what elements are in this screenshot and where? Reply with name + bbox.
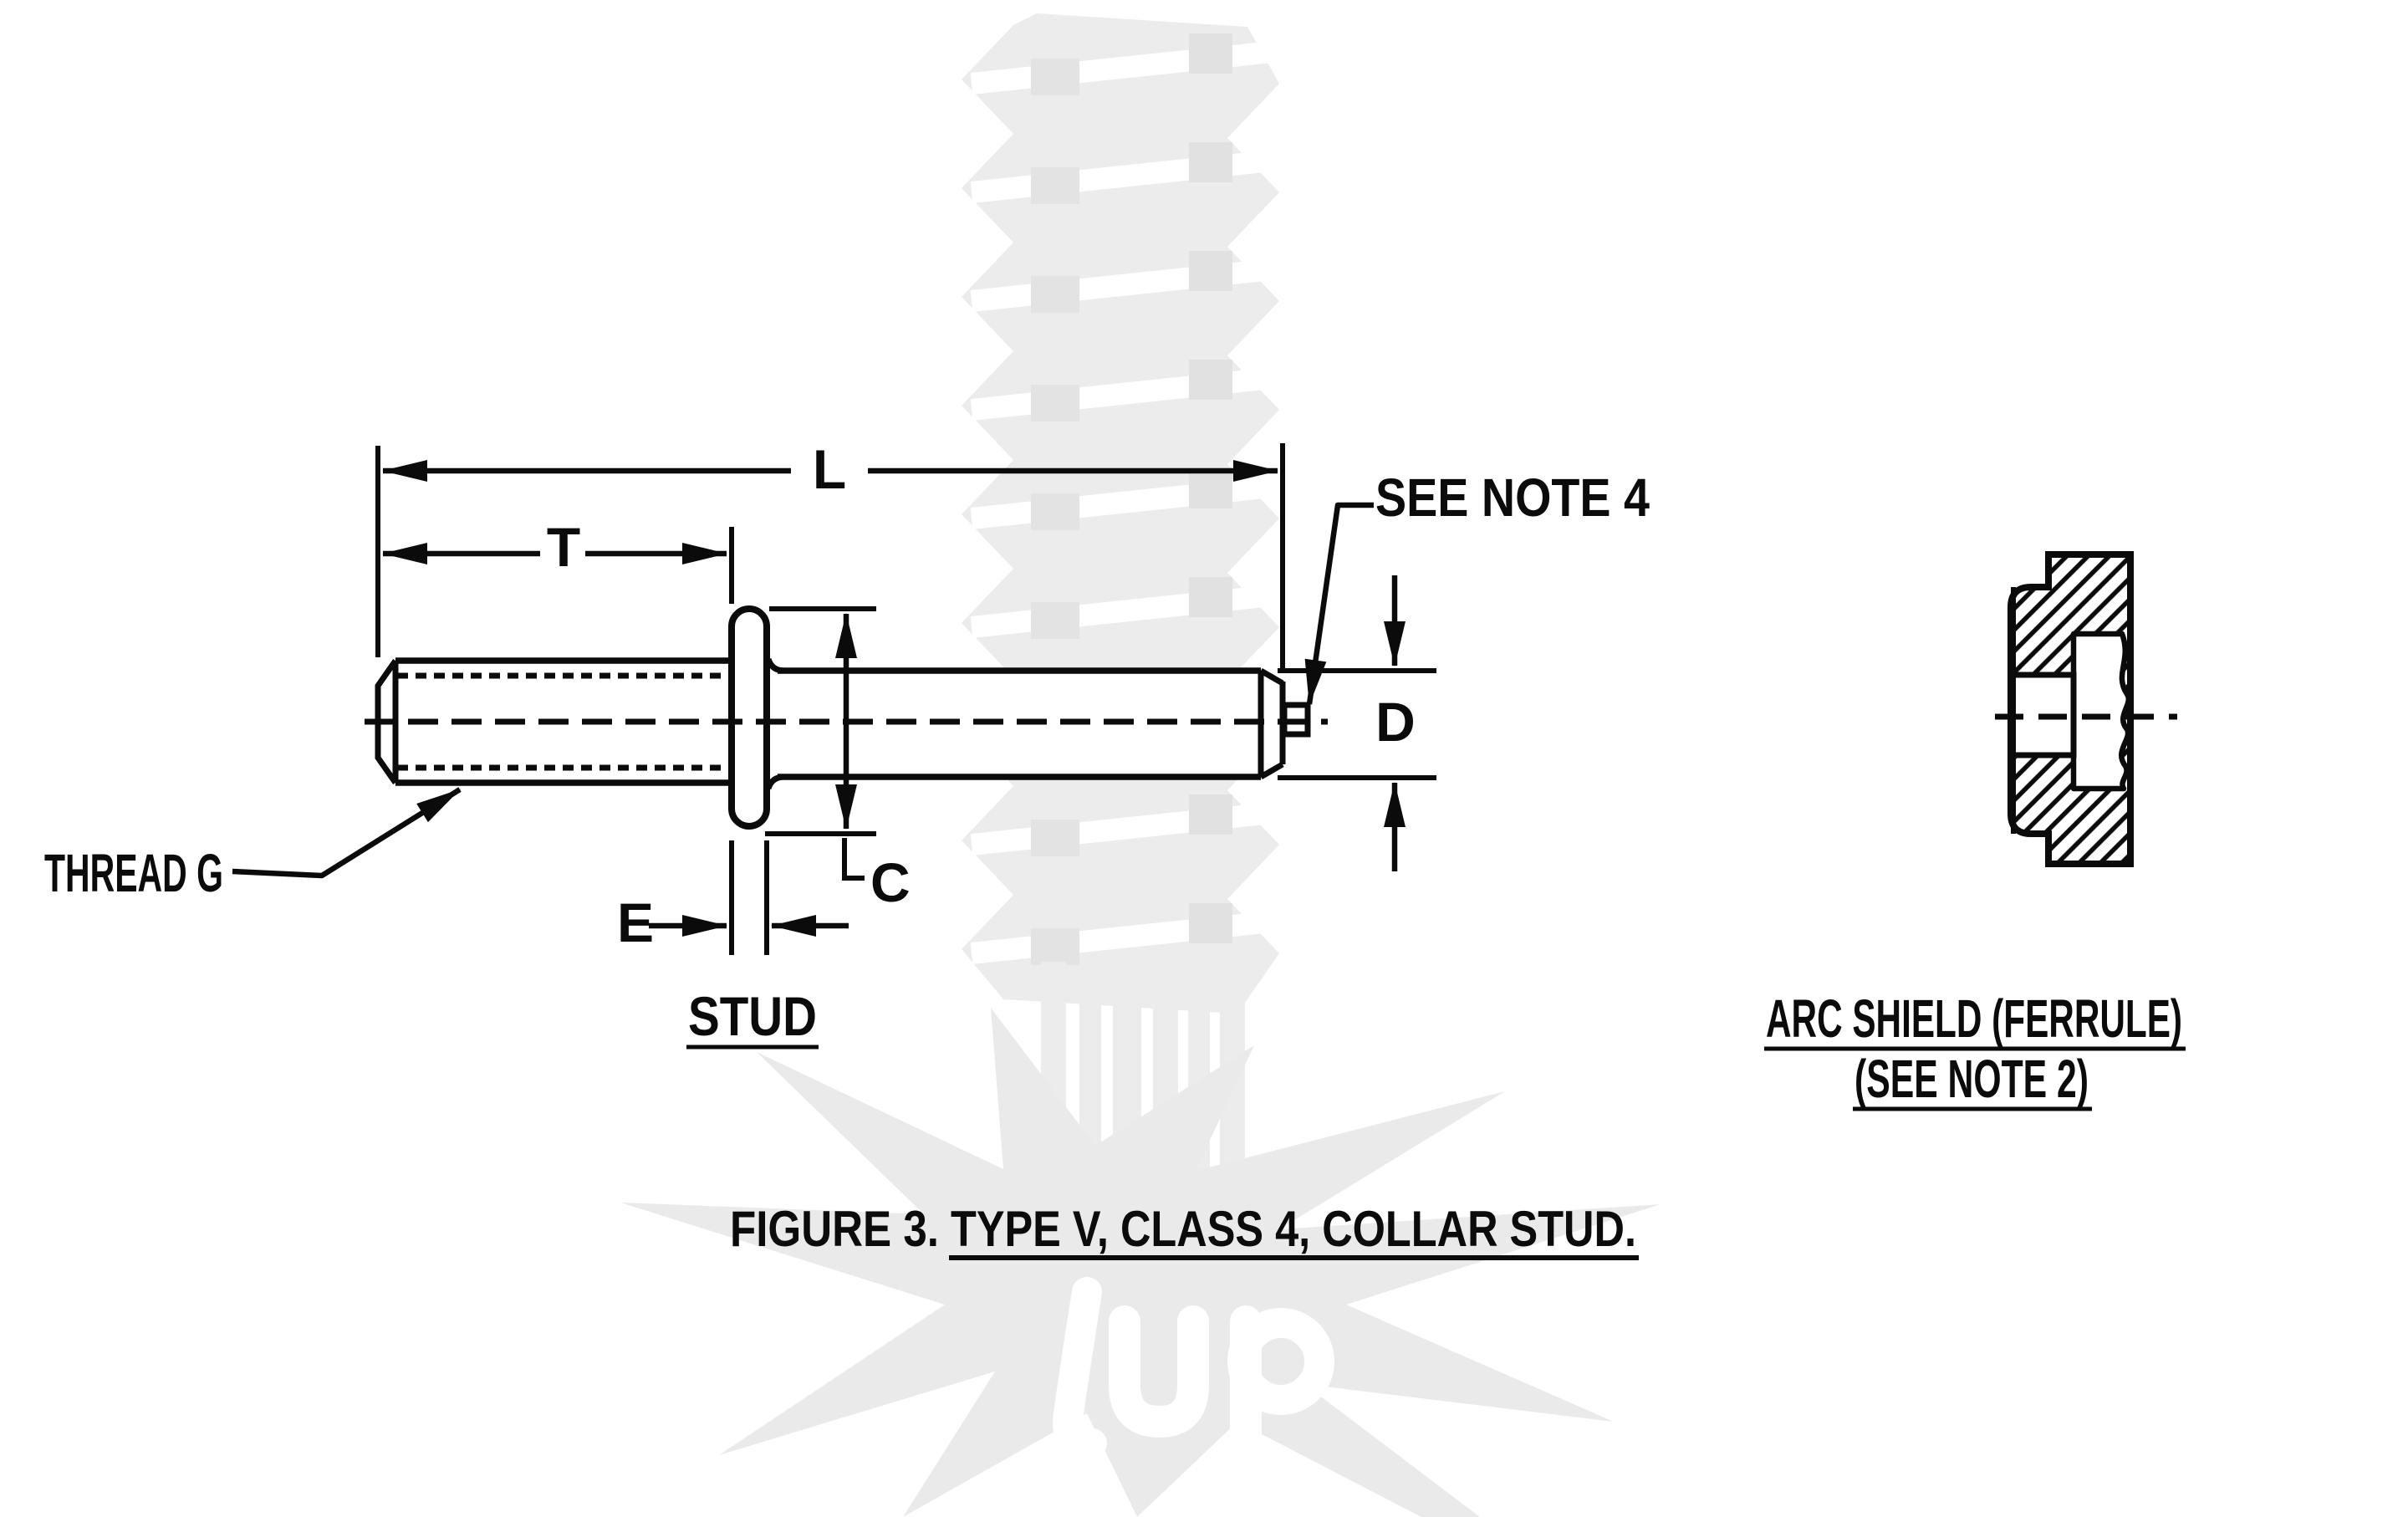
- stud-collar: [728, 605, 770, 830]
- dim-label-T: T: [547, 516, 580, 578]
- dim-label-E: E: [617, 891, 654, 953]
- leader-thread-g: [232, 787, 462, 879]
- stud-view: [365, 605, 1328, 830]
- stud-shank: [765, 657, 1311, 790]
- caption-subject: TYPE V, CLASS 4, COLLAR STUD.: [951, 1201, 1636, 1257]
- dim-label-L: L: [813, 438, 846, 500]
- label-see-note-4: SEE NOTE 4: [1375, 467, 1650, 528]
- dimensions: [232, 443, 1436, 955]
- labels: L T C D E SEE NOTE 4 THREAD G STUD ARC S…: [44, 438, 2186, 1260]
- tip-chamfer-top: [1259, 667, 1284, 687]
- label-ferrule-title: ARC SHIELD (FERRULE): [1766, 988, 2182, 1049]
- tip-chamfer-bottom: [1259, 761, 1284, 780]
- leader-see-note-4: [1304, 502, 1374, 705]
- watermark-letters: [1053, 1277, 1334, 1484]
- label-stud-title: STUD: [688, 985, 817, 1047]
- dim-label-C: C: [870, 851, 911, 913]
- label-thread-g: THREAD G: [44, 843, 223, 903]
- dim-label-D: D: [1375, 691, 1416, 753]
- ferrule-view: [1995, 551, 2177, 867]
- watermark-starburst: [620, 1008, 1661, 1517]
- caption-prefix: FIGURE 3.: [730, 1201, 939, 1257]
- ferrule-cavity: [2070, 631, 2131, 792]
- stud-threaded-section: [375, 657, 733, 786]
- watermark-threaded-stud: [962, 13, 1279, 1014]
- label-ferrule-note: (SEE NOTE 2): [1854, 1049, 2089, 1109]
- dim-C-leader-elbow: [842, 838, 865, 881]
- dim-C: [835, 613, 865, 881]
